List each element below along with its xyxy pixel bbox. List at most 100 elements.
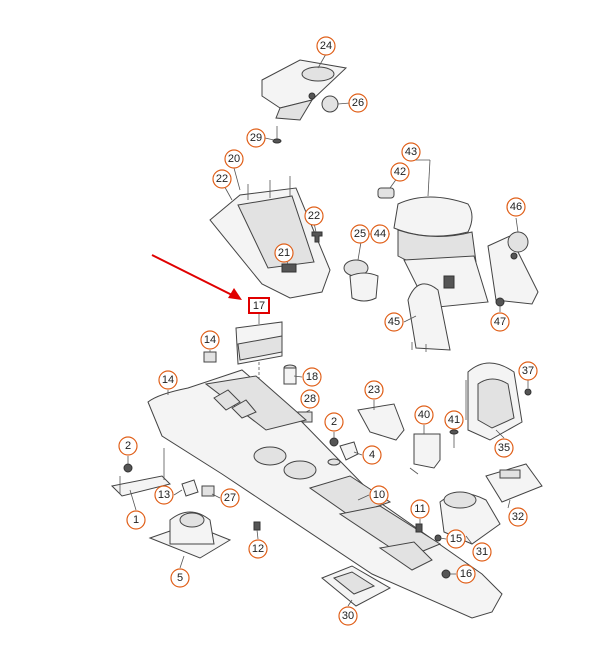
callout-12: 12 <box>248 539 268 559</box>
callout-number: 4 <box>369 449 375 461</box>
callout-5: 5 <box>170 568 190 588</box>
callout-10: 10 <box>369 485 389 505</box>
callout-18: 18 <box>302 367 322 387</box>
callout-number: 12 <box>252 543 264 555</box>
callout-number: 30 <box>342 610 354 622</box>
callout-number: 13 <box>158 489 170 501</box>
part-11-clip <box>415 523 423 533</box>
callout-number: 14 <box>162 374 174 386</box>
part-46-hinge-bracket <box>487 231 539 305</box>
callout-27: 27 <box>220 488 240 508</box>
callout-number: 10 <box>373 489 385 501</box>
callout-16: 16 <box>456 564 476 584</box>
callout-31: 31 <box>472 542 492 562</box>
callout-number: 25 <box>354 228 366 240</box>
callout-number: 20 <box>228 153 240 165</box>
part-27-switch <box>201 485 215 497</box>
callout-number: 47 <box>494 316 506 328</box>
highlighted-callout-number: 17 <box>253 300 265 312</box>
callout-number: 44 <box>374 228 386 240</box>
callout-number: 45 <box>388 316 400 328</box>
callout-number: 42 <box>394 166 406 178</box>
callout-number: 1 <box>133 514 139 526</box>
callout-number: 14 <box>204 334 216 346</box>
callout-14: 14 <box>158 370 178 390</box>
part-37-screw <box>524 388 532 396</box>
part-23-inner-trim <box>357 403 405 441</box>
callout-number: 26 <box>352 97 364 109</box>
callout-number: 11 <box>414 503 425 515</box>
callout-2: 2 <box>118 436 138 456</box>
callout-41: 41 <box>444 410 464 430</box>
callout-21: 21 <box>274 243 294 263</box>
callout-number: 40 <box>418 409 430 421</box>
highlighted-callout: 17 <box>248 297 270 314</box>
part-42-pad <box>377 187 395 199</box>
part-20-front-trim <box>209 176 331 299</box>
callout-number: 35 <box>498 442 510 454</box>
callout-13: 13 <box>154 485 174 505</box>
callout-number: 41 <box>448 414 460 426</box>
callout-number: 37 <box>522 365 534 377</box>
callout-number: 15 <box>450 533 462 545</box>
part-45-armrest-support <box>407 283 451 352</box>
callout-number: 32 <box>512 511 524 523</box>
callout-14: 14 <box>200 330 220 350</box>
part-18-socket <box>283 364 297 385</box>
callout-1: 1 <box>126 510 146 530</box>
callout-number: 28 <box>304 393 316 405</box>
part-25-cup-insert <box>343 259 379 302</box>
part-21-clip <box>311 231 323 243</box>
callout-22: 22 <box>212 169 232 189</box>
callout-number: 5 <box>177 572 183 584</box>
callout-15: 15 <box>446 529 466 549</box>
callout-number: 22 <box>308 210 320 222</box>
part-4-holder <box>327 441 359 466</box>
part-40-bracket <box>409 433 441 475</box>
callout-43: 43 <box>401 142 421 162</box>
callout-11: 11 <box>410 499 430 519</box>
callout-number: 16 <box>460 568 472 580</box>
part-17-tray-insert <box>235 313 283 410</box>
part-35-trim-frame <box>465 362 523 441</box>
callout-number: 46 <box>510 201 522 213</box>
callout-number: 21 <box>278 247 290 259</box>
part-1-bracket <box>110 448 171 497</box>
callout-number: 29 <box>250 132 262 144</box>
part-2-nut-right <box>329 437 339 447</box>
part-30-mat <box>321 565 392 607</box>
callout-44: 44 <box>370 224 390 244</box>
callout-number: 31 <box>476 546 488 558</box>
part-16-nut <box>441 569 451 579</box>
callout-35: 35 <box>494 438 514 458</box>
callout-46: 46 <box>506 197 526 217</box>
callout-26: 26 <box>348 93 368 113</box>
part-41-screw <box>449 429 459 448</box>
callout-number: 23 <box>368 384 380 396</box>
callout-number: 2 <box>331 416 337 428</box>
part-10-center-console <box>147 369 503 619</box>
callout-25: 25 <box>350 224 370 244</box>
part-24-shifter-cover <box>261 59 348 121</box>
callout-30: 30 <box>338 606 358 626</box>
callout-4: 4 <box>362 445 382 465</box>
callout-number: 27 <box>224 492 236 504</box>
callout-number: 24 <box>320 40 332 52</box>
callout-20: 20 <box>224 149 244 169</box>
part-14-label-a <box>203 351 217 363</box>
callout-37: 37 <box>518 361 538 381</box>
callout-29: 29 <box>246 128 266 148</box>
part-13-cover <box>181 479 199 497</box>
part-5-gear-knob-base <box>148 511 232 559</box>
leader-lines <box>127 53 529 607</box>
part-32-switch-panel <box>485 463 543 503</box>
callout-40: 40 <box>414 405 434 425</box>
callout-number: 2 <box>125 440 131 452</box>
callout-32: 32 <box>508 507 528 527</box>
callout-number: 22 <box>216 173 228 185</box>
part-26-cap <box>321 95 339 113</box>
part-12-clip <box>253 521 261 531</box>
